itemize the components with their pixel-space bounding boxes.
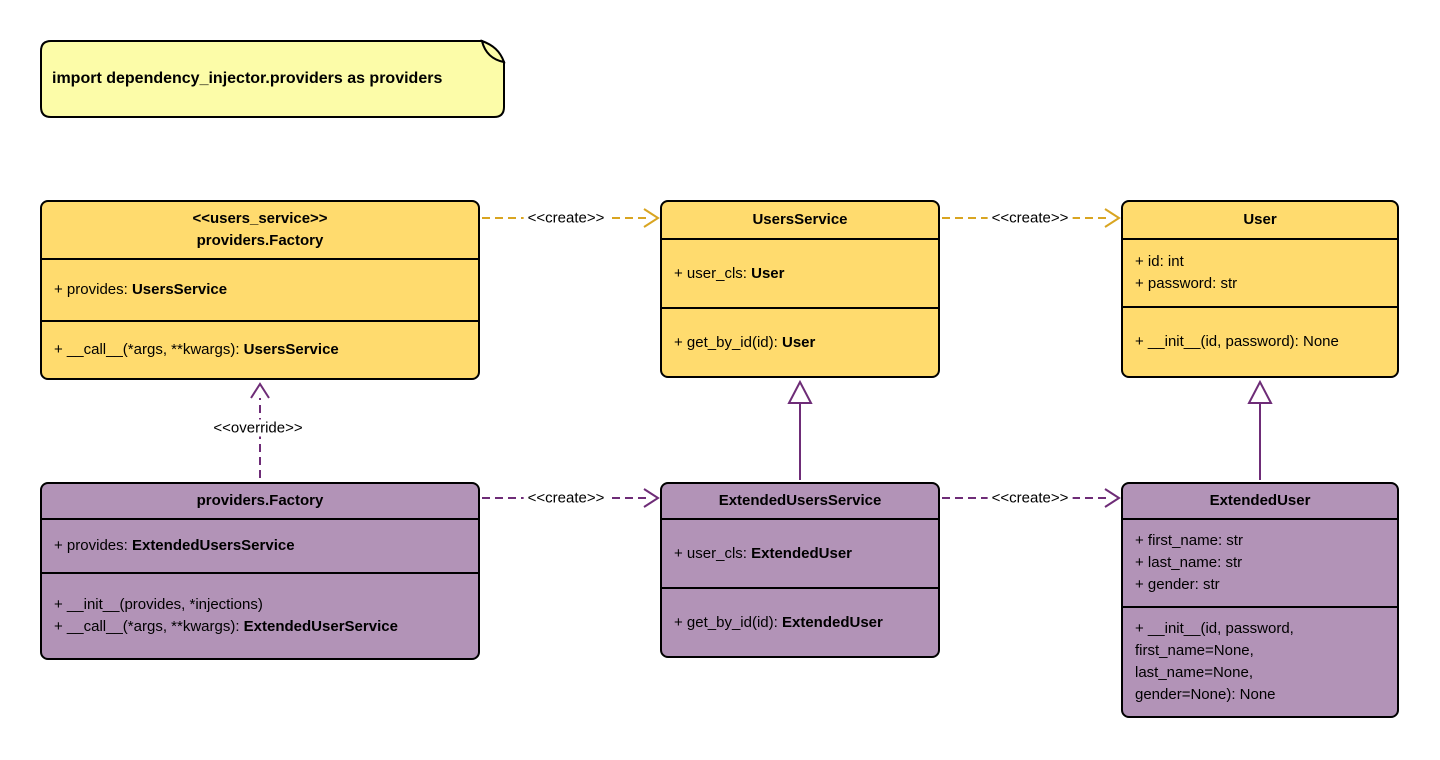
class-header: User xyxy=(1123,202,1397,240)
override-edge-label: <<override>> xyxy=(209,419,307,437)
method-row: + get_by_id(id): ExtendedUser xyxy=(674,613,883,631)
method-row: gender=None): None xyxy=(1135,686,1276,703)
class-header: ExtendedUser xyxy=(1123,484,1397,520)
methods-section: + __call__(*args, **kwargs): UsersServic… xyxy=(42,322,478,378)
attributes-section: + user_cls: ExtendedUser xyxy=(662,520,938,589)
attributes-section: + user_cls: User xyxy=(662,240,938,309)
method-row: first_name=None, xyxy=(1135,642,1254,659)
attribute-row: + password: str xyxy=(1135,275,1238,292)
attribute-row: + id: int xyxy=(1135,253,1184,270)
class-title: ExtendedUser xyxy=(1209,492,1311,509)
method-row: last_name=None, xyxy=(1135,664,1253,681)
class-title: UsersService xyxy=(752,211,848,228)
method-row: + __init__(provides, *injections) xyxy=(54,596,263,613)
class-stereotype: <<users_service>> xyxy=(192,210,328,227)
class-factory-extended: providers.Factory + provides: ExtendedUs… xyxy=(40,482,480,660)
attribute-row: + last_name: str xyxy=(1135,554,1243,571)
method-row: + __init__(id, password): None xyxy=(1135,333,1339,350)
attributes-section: + provides: ExtendedUsersService xyxy=(42,520,478,574)
class-title: User xyxy=(1243,211,1277,228)
class-factory-users-service: <<users_service>> providers.Factory + pr… xyxy=(40,200,480,380)
create-edge-label: <<create>> xyxy=(523,489,609,507)
class-users-service: UsersService + user_cls: User + get_by_i… xyxy=(660,200,940,378)
class-title: providers.Factory xyxy=(196,232,324,249)
class-title: ExtendedUsersService xyxy=(718,492,882,509)
class-header: <<users_service>> providers.Factory xyxy=(42,202,478,260)
class-title: providers.Factory xyxy=(196,492,324,509)
method-row: + get_by_id(id): User xyxy=(674,333,816,351)
class-header: ExtendedUsersService xyxy=(662,484,938,520)
import-note: import dependency_injector.providers as … xyxy=(52,40,492,118)
create-edge-label: <<create>> xyxy=(523,209,609,227)
methods-section: + __init__(id, password, first_name=None… xyxy=(1123,608,1397,716)
inheritance-arrow-extendeduser xyxy=(1247,379,1273,480)
method-row: + __call__(*args, **kwargs): ExtendedUse… xyxy=(54,618,398,635)
create-edge-label: <<create>> xyxy=(987,489,1073,507)
methods-section: + __init__(provides, *injections) + __ca… xyxy=(42,574,478,658)
attribute-row: + provides: UsersService xyxy=(54,281,228,298)
class-user: User + id: int + password: str + __init_… xyxy=(1121,200,1399,378)
attributes-section: + provides: UsersService xyxy=(42,260,478,322)
note-label: import dependency_injector.providers as … xyxy=(52,70,443,87)
inheritance-arrow-extendedusersservice xyxy=(787,379,813,480)
class-extended-user: ExtendedUser + first_name: str + last_na… xyxy=(1121,482,1399,718)
methods-section: + __init__(id, password): None xyxy=(1123,308,1397,376)
attributes-section: + id: int + password: str xyxy=(1123,240,1397,308)
method-row: + __init__(id, password, xyxy=(1135,620,1294,637)
attribute-row: + user_cls: User xyxy=(674,264,785,282)
attribute-row: + user_cls: ExtendedUser xyxy=(674,544,852,562)
attribute-row: + first_name: str xyxy=(1135,532,1243,549)
create-edge-label: <<create>> xyxy=(987,209,1073,227)
class-header: providers.Factory xyxy=(42,484,478,520)
class-extended-users-service: ExtendedUsersService + user_cls: Extende… xyxy=(660,482,940,658)
methods-section: + get_by_id(id): ExtendedUser xyxy=(662,589,938,656)
attribute-row: + provides: ExtendedUsersService xyxy=(54,537,295,554)
attributes-section: + first_name: str + last_name: str + gen… xyxy=(1123,520,1397,608)
attribute-row: + gender: str xyxy=(1135,576,1220,593)
methods-section: + get_by_id(id): User xyxy=(662,309,938,376)
method-row: + __call__(*args, **kwargs): UsersServic… xyxy=(54,341,339,358)
class-header: UsersService xyxy=(662,202,938,240)
